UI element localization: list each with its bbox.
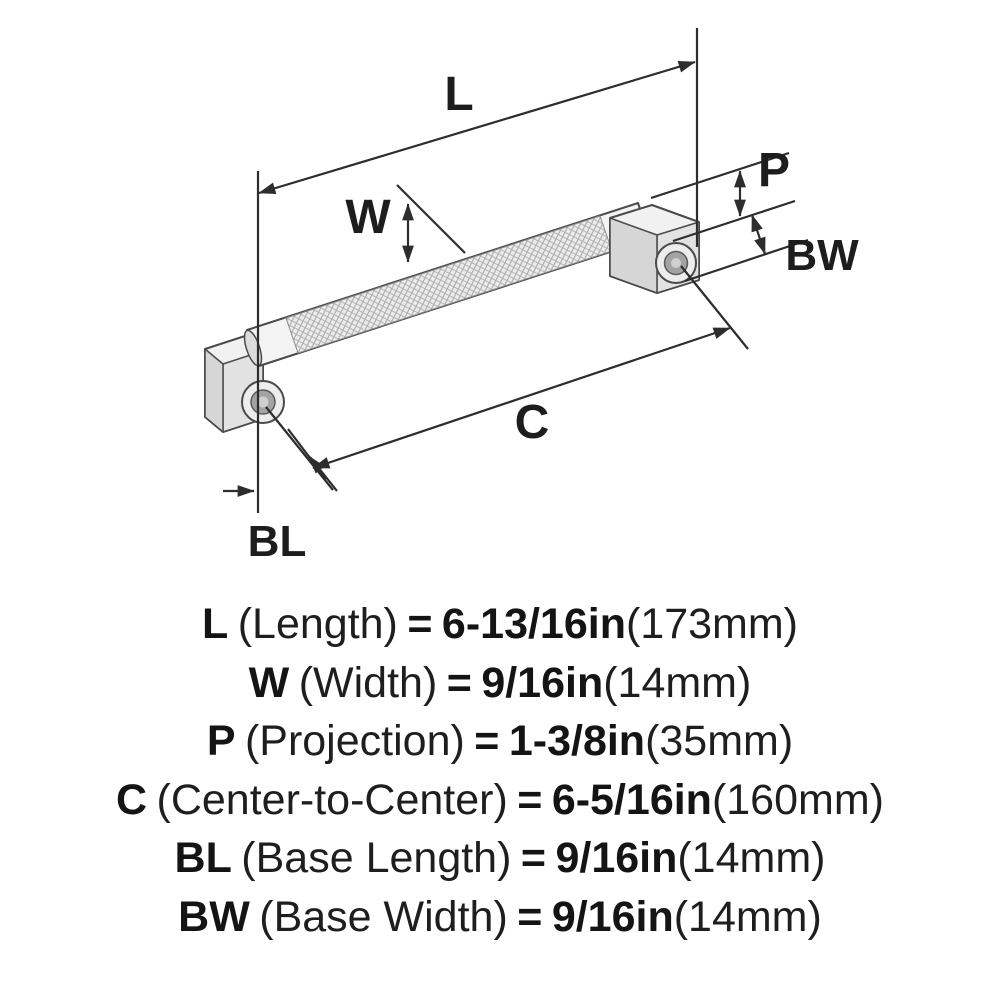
dimension-labels: L W P BW C BL — [248, 68, 859, 566]
spec-letter: P — [206, 717, 236, 765]
spec-value: 9/16in — [555, 834, 678, 882]
handle-dimension-drawing: L W P BW C BL — [204, 28, 859, 566]
spec-equals: = — [407, 600, 433, 648]
spec-letter: W — [248, 658, 290, 707]
spec-row-base-width: BW (Base Width) = 9/16in (14mm) — [178, 893, 822, 952]
dim-line-c — [312, 326, 731, 470]
label-bw: BW — [785, 231, 859, 280]
left-base — [241, 380, 285, 424]
spec-name: (Projection) — [244, 717, 465, 765]
left-base-center — [257, 396, 269, 408]
left-post-side-face — [204, 348, 224, 433]
spec-letter: C — [116, 775, 148, 824]
label-l: L — [444, 68, 473, 121]
right-post-side-face — [609, 217, 658, 294]
ext-line-bw-top — [672, 199, 796, 243]
spec-metric: (160mm) — [711, 775, 884, 824]
spec-equals: = — [474, 717, 500, 765]
spec-metric: (14mm) — [603, 658, 752, 707]
label-bl: BL — [248, 517, 307, 566]
knurled-bar — [243, 202, 651, 367]
spec-equals: = — [517, 775, 543, 824]
dim-line-l — [258, 60, 696, 195]
spec-equals: = — [446, 658, 472, 707]
spec-row-center-to-center: C (Center-to-Center) = 6-5/16in (160mm) — [116, 776, 884, 835]
ext-line-c-right — [680, 265, 749, 350]
dim-arrow-bl-right — [309, 456, 338, 492]
label-c: C — [515, 396, 550, 449]
spec-row-width: W (Width) = 9/16in (14mm) — [249, 659, 752, 718]
spec-value: 9/16in — [551, 892, 674, 941]
spec-equals: = — [517, 892, 543, 941]
spec-row-length: L (Length) = 6-13/16in (173mm) — [202, 600, 798, 659]
spec-letter: BW — [178, 892, 250, 941]
spec-equals: = — [520, 834, 546, 882]
spec-list: L (Length) = 6-13/16in (173mm) W (Width)… — [0, 600, 1000, 951]
handle-drawing — [204, 202, 700, 433]
spec-row-base-length: BL (Base Length) = 9/16in (14mm) — [175, 834, 826, 893]
label-w: W — [345, 191, 391, 244]
spec-name: (Width) — [298, 658, 438, 707]
spec-value: 6-13/16in — [441, 600, 626, 648]
dimension-lines — [223, 28, 809, 513]
spec-metric: (35mm) — [645, 717, 794, 765]
dim-arrow-bw — [750, 214, 767, 255]
spec-name: (Base Length) — [241, 834, 512, 882]
spec-name: (Length) — [237, 600, 398, 648]
spec-metric: (14mm) — [677, 834, 826, 882]
spec-row-projection: P (Projection) = 1-3/8in (35mm) — [207, 717, 793, 776]
spec-letter: L — [201, 600, 229, 648]
spec-value: 1-3/8in — [508, 717, 646, 765]
spec-name: (Center-to-Center) — [156, 775, 508, 824]
ext-line-w — [396, 184, 466, 254]
spec-metric: (14mm) — [673, 892, 822, 941]
spec-name: (Base Width) — [259, 892, 508, 941]
ext-line-bw-bottom — [684, 238, 809, 283]
ext-line-c-left — [265, 406, 334, 491]
spec-metric: (173mm) — [625, 600, 799, 648]
label-p: P — [758, 144, 790, 197]
right-base-center — [671, 258, 681, 268]
ext-line-p-top — [650, 151, 790, 200]
spec-value: 9/16in — [481, 658, 604, 707]
spec-letter: BL — [174, 834, 232, 882]
spec-value: 6-5/16in — [551, 775, 712, 824]
